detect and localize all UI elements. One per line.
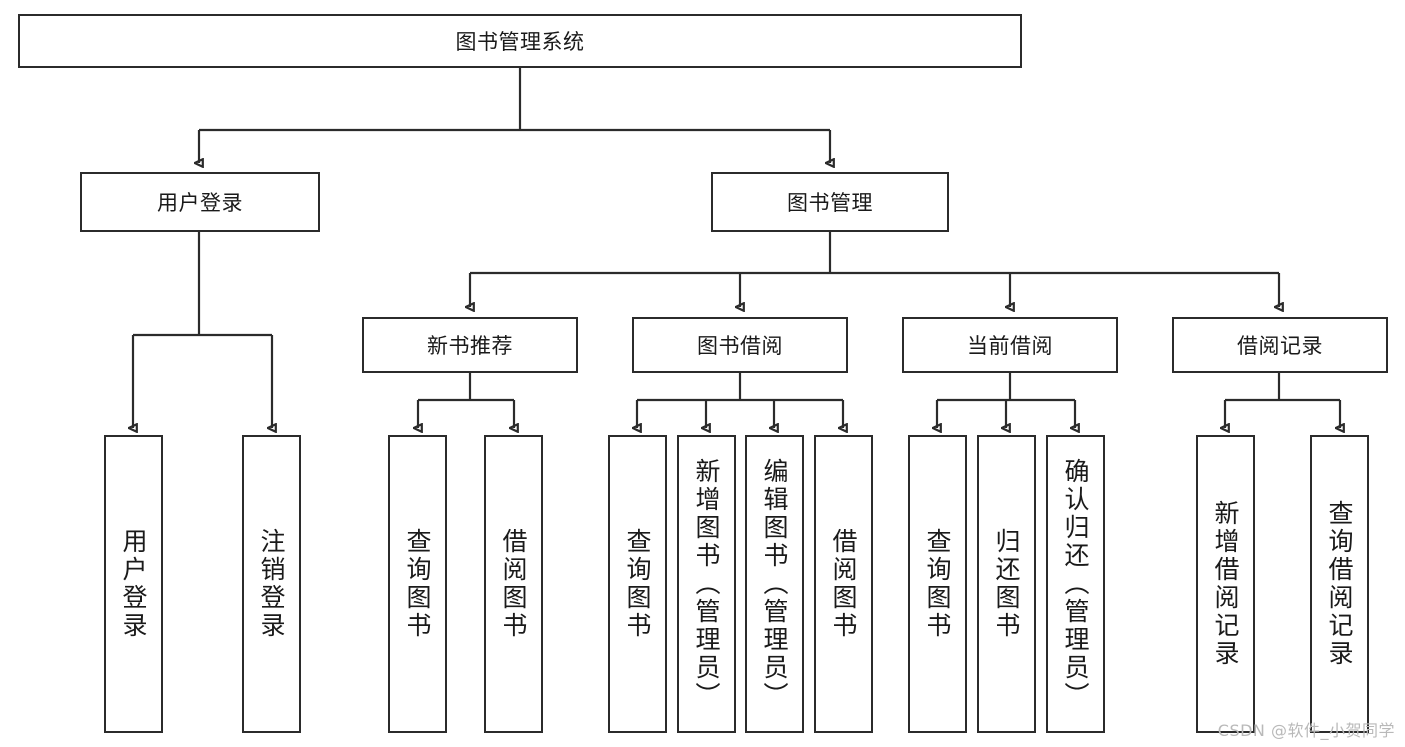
node-book-borrow[interactable]: 图书借阅 (632, 317, 848, 373)
leaf-records-add-record[interactable]: 新增借阅记录 (1196, 435, 1255, 733)
node-book-management[interactable]: 图书管理 (711, 172, 949, 232)
node-user-login-label: 用户登录 (157, 191, 243, 215)
leaf-user-login-logout[interactable]: 注销登录 (242, 435, 301, 733)
leaf-borrow-add-book[interactable]: 新增图书（管理员） (677, 435, 736, 733)
node-root-label: 图书管理系统 (455, 30, 585, 54)
node-new-book-recommend-label: 新书推荐 (427, 334, 513, 358)
leaf-borrow-borrow-book[interactable]: 借阅图书 (814, 435, 873, 733)
leaf-label: 新增借阅记录 (1211, 500, 1240, 668)
leaf-label: 新增图书（管理员） (692, 458, 721, 710)
leaf-label: 查询图书 (403, 528, 432, 640)
leaf-label: 确认归还（管理员） (1061, 458, 1090, 710)
leaf-borrow-edit-book[interactable]: 编辑图书（管理员） (745, 435, 804, 733)
leaf-label: 归还图书 (992, 528, 1021, 640)
leaf-label: 查询图书 (923, 528, 952, 640)
leaf-borrow-query-book[interactable]: 查询图书 (608, 435, 667, 733)
node-book-borrow-label: 图书借阅 (697, 334, 783, 358)
node-current-borrow[interactable]: 当前借阅 (902, 317, 1118, 373)
leaf-label: 借阅图书 (499, 528, 528, 640)
leaf-current-confirm-return[interactable]: 确认归还（管理员） (1046, 435, 1105, 733)
leaf-label: 编辑图书（管理员） (760, 458, 789, 710)
leaf-current-query-book[interactable]: 查询图书 (908, 435, 967, 733)
leaf-label: 注销登录 (257, 528, 286, 640)
leaf-new-book-query[interactable]: 查询图书 (388, 435, 447, 733)
node-root[interactable]: 图书管理系统 (18, 14, 1022, 68)
leaf-label: 用户登录 (119, 528, 148, 640)
leaf-user-login-login[interactable]: 用户登录 (104, 435, 163, 733)
node-book-management-label: 图书管理 (787, 191, 873, 215)
node-user-login[interactable]: 用户登录 (80, 172, 320, 232)
leaf-label: 查询图书 (623, 528, 652, 640)
leaf-records-query-record[interactable]: 查询借阅记录 (1310, 435, 1369, 733)
node-new-book-recommend[interactable]: 新书推荐 (362, 317, 578, 373)
leaf-current-return-book[interactable]: 归还图书 (977, 435, 1036, 733)
node-borrow-records-label: 借阅记录 (1237, 334, 1323, 358)
node-current-borrow-label: 当前借阅 (967, 334, 1053, 358)
leaf-label: 借阅图书 (829, 528, 858, 640)
leaf-new-book-borrow[interactable]: 借阅图书 (484, 435, 543, 733)
leaf-label: 查询借阅记录 (1325, 500, 1354, 668)
node-borrow-records[interactable]: 借阅记录 (1172, 317, 1388, 373)
